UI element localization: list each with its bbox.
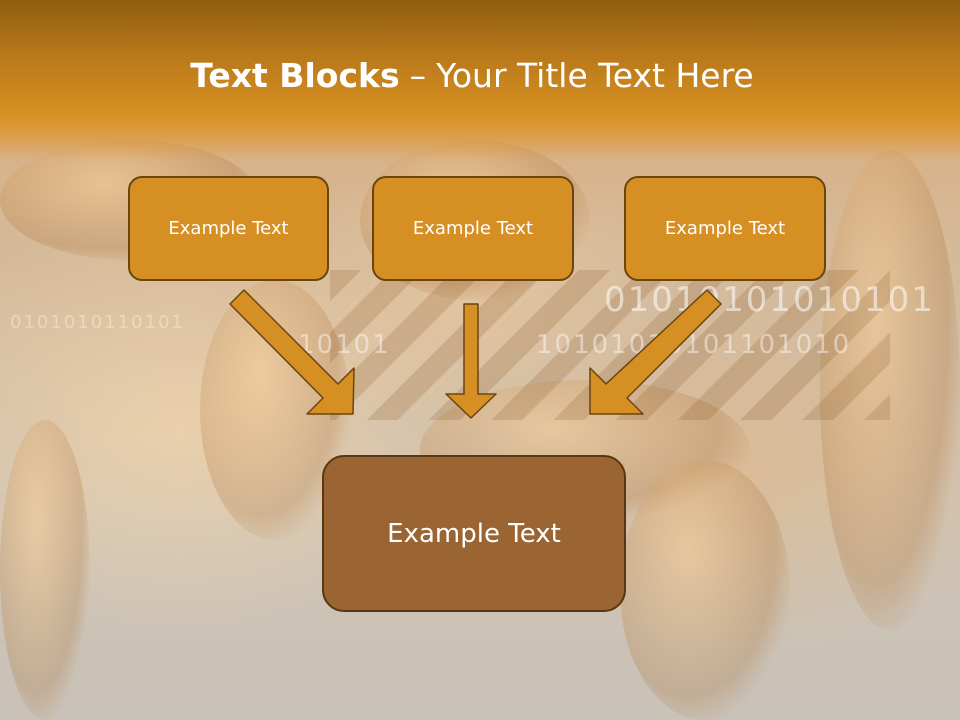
background-shape xyxy=(0,420,90,720)
background-binary-text: 10101010101101010 xyxy=(536,330,852,360)
text-block-center-label: Example Text xyxy=(412,218,534,239)
arrow-center-to-bottom xyxy=(445,303,497,419)
text-block-right[interactable]: Example Text xyxy=(624,176,826,281)
background-binary-text: 01010101010101 xyxy=(604,280,935,320)
background-binary-text: 10101 xyxy=(298,330,391,360)
text-block-right-label: Example Text xyxy=(664,218,786,239)
text-block-center[interactable]: Example Text xyxy=(372,176,574,281)
background-binary-text: 0101010110101 xyxy=(10,312,185,333)
background-shape xyxy=(820,150,960,630)
header-band xyxy=(0,0,960,160)
arrow-right-to-bottom xyxy=(589,289,722,415)
title-bold-text: Text Blocks xyxy=(190,56,400,95)
arrow-left-to-bottom xyxy=(229,289,355,415)
title-text: Your Title Text Here xyxy=(436,56,754,95)
text-block-bottom[interactable]: Example Text xyxy=(322,455,626,612)
slide-title: Text Blocks–Your Title Text Here xyxy=(0,52,944,100)
text-block-left[interactable]: Example Text xyxy=(128,176,329,281)
text-block-bottom-label: Example Text xyxy=(387,518,561,549)
background-shape xyxy=(620,460,790,720)
title-dash: – xyxy=(409,56,427,95)
text-block-left-label: Example Text xyxy=(168,218,289,239)
